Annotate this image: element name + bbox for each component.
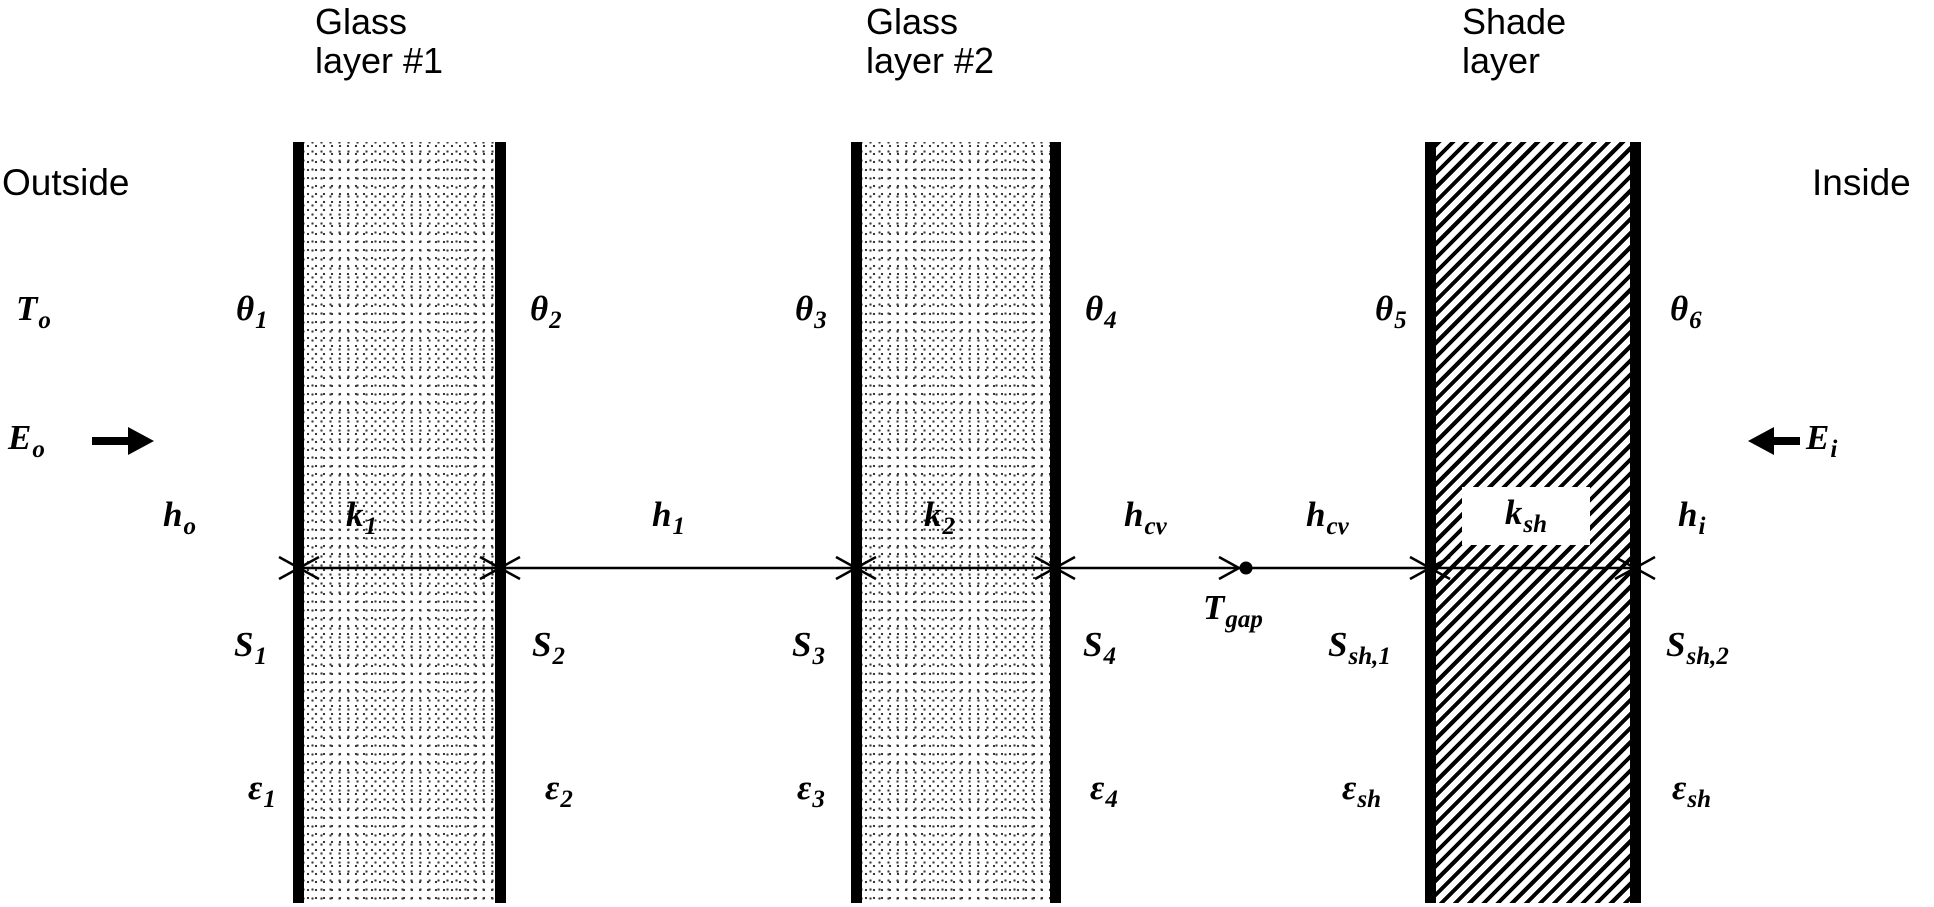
shade-layer-heading: Shade layer	[1462, 2, 1566, 80]
source-1-label: S1	[234, 625, 267, 670]
glass1-conductance-label: k1	[346, 495, 377, 540]
emissivity-shade-right-label: εsh	[1672, 768, 1711, 813]
emissivity-2-label: ε2	[545, 768, 573, 813]
glass2-conductance-label: k2	[924, 495, 955, 540]
shade-conductance-box: ksh	[1462, 487, 1590, 545]
convective-coefficient-left-label: hcv	[1124, 495, 1167, 540]
convective-coefficient-right-label: hcv	[1306, 495, 1349, 540]
glass-layer-2-heading-line2: layer #2	[866, 40, 995, 81]
inside-irradiance-label: Ei	[1806, 418, 1838, 463]
theta-4-label: θ4	[1085, 289, 1117, 334]
emissivity-3-label: ε3	[797, 768, 825, 813]
source-3-label: S3	[792, 625, 825, 670]
theta-2-label: θ2	[530, 289, 562, 334]
outside-film-coefficient-label: ho	[163, 495, 196, 540]
source-shade-2-label: Ssh,2	[1666, 625, 1729, 670]
outside-temperature-label: To	[16, 289, 51, 334]
theta-6-label: θ6	[1670, 289, 1702, 334]
shade-layer-heading-line1: Shade	[1462, 1, 1567, 42]
glass-layer-1-slab	[293, 142, 506, 903]
glass-layer-2-heading: Glass layer #2	[866, 2, 994, 80]
source-shade-1-label: Ssh,1	[1328, 625, 1391, 670]
glass-layer-1-heading: Glass layer #1	[315, 2, 443, 80]
outside-irradiance-label: Eo	[8, 418, 45, 463]
glass-layer-2-slab	[851, 142, 1061, 903]
theta-3-label: θ3	[795, 289, 827, 334]
gap-dot-arrowhead	[1218, 555, 1242, 581]
source-2-label: S2	[532, 625, 565, 670]
outside-irradiance-arrow-icon	[92, 427, 154, 455]
theta-5-label: θ5	[1375, 289, 1407, 334]
inside-label: Inside	[1812, 162, 1911, 203]
emissivity-4-label: ε4	[1090, 768, 1118, 813]
shade-conductance-label: ksh	[1504, 493, 1548, 538]
inside-irradiance-arrow-icon	[1748, 427, 1800, 455]
gap-midpoint-dot	[1239, 561, 1253, 575]
inside-film-coefficient-label: hi	[1678, 495, 1706, 540]
gap-temperature-label: Tgap	[1203, 588, 1263, 633]
emissivity-shade-left-label: εsh	[1342, 768, 1381, 813]
emissivity-1-label: ε1	[248, 768, 276, 813]
theta-1-label: θ1	[236, 289, 268, 334]
glass-layer-2-heading-line1: Glass	[866, 1, 959, 42]
glass-layer-1-heading-line2: layer #1	[315, 40, 444, 81]
shade-layer-heading-line2: layer	[1462, 40, 1541, 81]
gap1-conductance-label: h1	[652, 495, 685, 540]
outside-label: Outside	[2, 162, 130, 203]
source-4-label: S4	[1083, 625, 1116, 670]
glass-layer-1-heading-line1: Glass	[315, 1, 408, 42]
